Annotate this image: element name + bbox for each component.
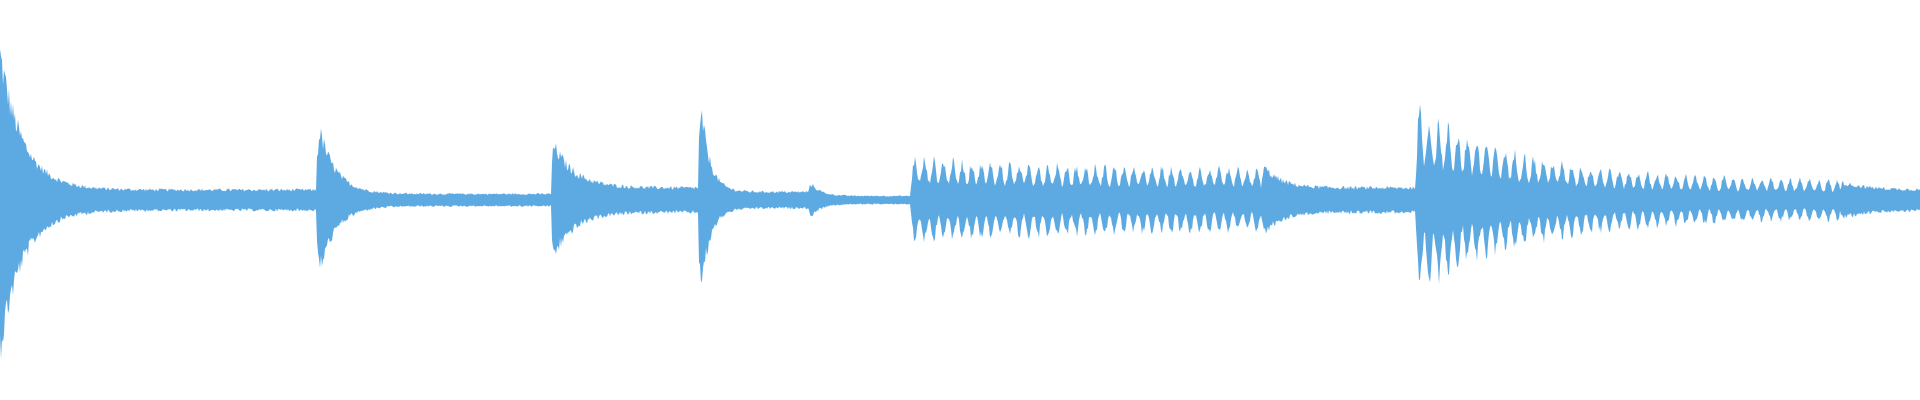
waveform-shape <box>0 49 1920 359</box>
